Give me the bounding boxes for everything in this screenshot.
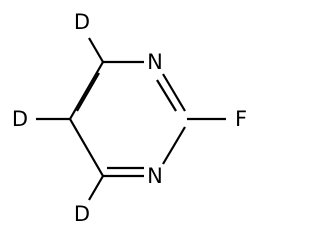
bonds xyxy=(36,37,226,201)
bond-c4-d xyxy=(88,37,104,63)
atom-labels: D N D F N D xyxy=(12,10,247,226)
atom-label-f: F xyxy=(235,107,247,131)
atom-label-n-bottom: N xyxy=(147,164,163,188)
atom-label-n-top: N xyxy=(147,50,163,74)
bond-c4-c5 xyxy=(69,61,104,120)
bond-c5-c6 xyxy=(69,118,104,177)
bond-c6-d xyxy=(88,175,104,201)
atom-label-d-left: D xyxy=(12,107,28,131)
atom-label-d-bottom: D xyxy=(74,202,90,226)
bond-c2-n3-inner xyxy=(156,79,177,112)
bond-c4-c5-inner xyxy=(76,72,100,112)
bond-c2-n3 xyxy=(162,73,186,112)
atom-label-d-top: D xyxy=(74,10,90,34)
bond-n1-c2 xyxy=(162,126,186,165)
pyrimidine-structure: D N D F N D xyxy=(12,10,247,226)
